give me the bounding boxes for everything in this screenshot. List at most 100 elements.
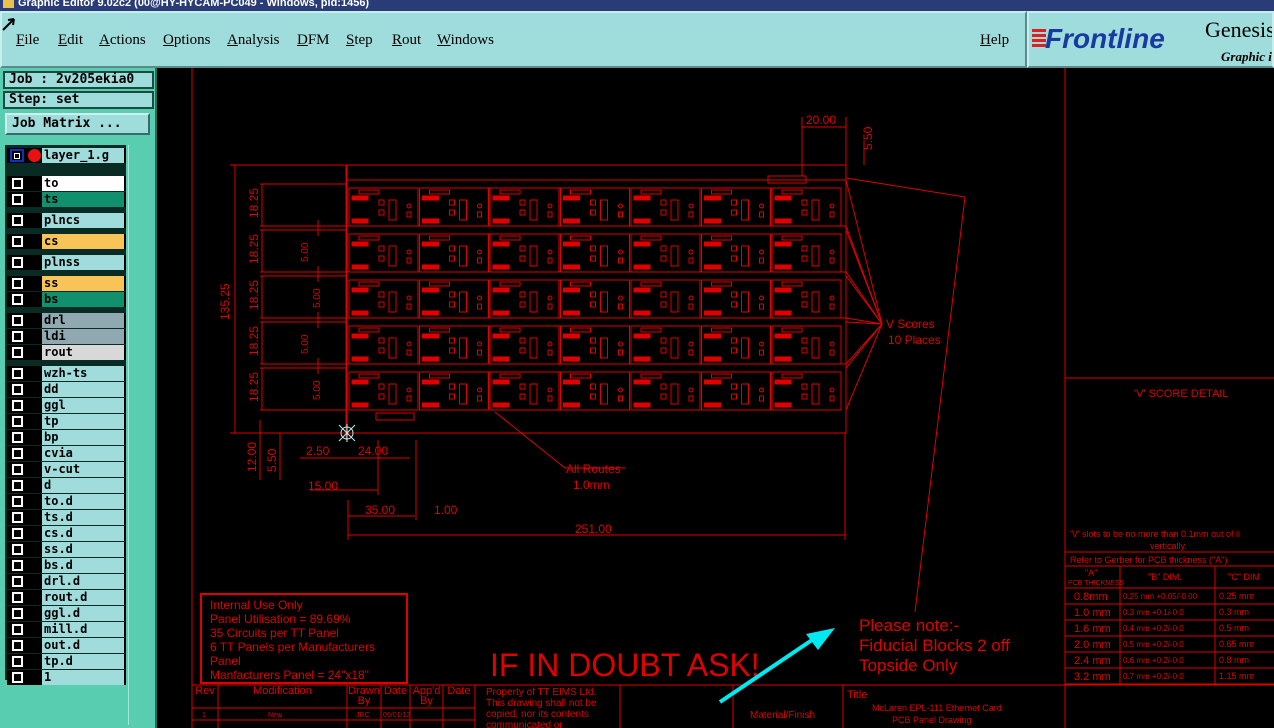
layer-row-ldi[interactable]: ldi (7, 329, 126, 344)
layer-checkbox[interactable] (11, 256, 24, 269)
pcb-board (701, 233, 771, 273)
layer-checkbox[interactable] (11, 559, 24, 572)
layer-checkbox[interactable] (11, 415, 24, 428)
dim-row-gap: 5.00 (312, 380, 323, 400)
layer-checkbox[interactable] (11, 671, 24, 684)
layer-row-plncs[interactable]: plncs (7, 213, 126, 228)
menu-bar: File Edit Actions Options Analysis DFM S… (0, 11, 1027, 68)
layer-list-scrollbar[interactable] (128, 145, 154, 725)
layer-checkbox[interactable] (11, 214, 24, 227)
layer-row-bs.d[interactable]: bs.d (7, 558, 126, 573)
layer-row-cs.d[interactable]: cs.d (7, 526, 126, 541)
pcb-board (489, 325, 560, 365)
layer-row-drl[interactable]: drl (7, 313, 126, 328)
layer-checkbox[interactable] (11, 367, 24, 380)
layer-row-d[interactable]: d (7, 478, 126, 493)
menu-file[interactable]: File (16, 32, 40, 48)
layer-checkbox[interactable] (11, 293, 24, 306)
layer-row-ts.d[interactable]: ts.d (7, 510, 126, 525)
pcb-board (489, 371, 560, 411)
menu-windows[interactable]: Windows (437, 32, 494, 48)
layer-checkbox[interactable] (11, 330, 24, 343)
layer-checkbox[interactable] (11, 314, 24, 327)
layer-row-ss[interactable]: ss (7, 276, 126, 291)
layer-checkbox[interactable] (11, 431, 24, 444)
layer-name: to (42, 176, 124, 191)
layer-checkbox[interactable] (11, 177, 24, 190)
layer-name: plnss (42, 255, 124, 270)
layer-checkbox[interactable] (11, 511, 24, 524)
layer-checkbox[interactable] (11, 575, 24, 588)
layer-checkbox[interactable] (11, 463, 24, 476)
layer-checkbox[interactable] (11, 591, 24, 604)
work-layer-row[interactable]: layer_1.g (7, 148, 126, 163)
layer-name: ss.d (42, 542, 124, 557)
layer-row-bp[interactable]: bp (7, 430, 126, 445)
layer-name: wzh-ts (42, 366, 124, 381)
layer-checkbox[interactable] (11, 607, 24, 620)
layer-checkbox[interactable] (11, 399, 24, 412)
menu-help[interactable]: Help (980, 32, 1010, 48)
layer-checkbox[interactable] (11, 495, 24, 508)
pcb-board (630, 187, 701, 227)
layer-name: dd (42, 382, 124, 397)
dim-35-00: 35.00 (365, 503, 395, 517)
layer-checkbox[interactable] (11, 346, 24, 359)
layer-row-plnss[interactable]: plnss (7, 255, 126, 270)
layer-checkbox[interactable] (11, 235, 24, 248)
layer-checkbox[interactable] (11, 543, 24, 556)
work-layer-name: layer_1.g (42, 148, 124, 163)
layer-row-rout.d[interactable]: rout.d (7, 590, 126, 605)
layer-row-drl.d[interactable]: drl.d (7, 574, 126, 589)
layer-row-1[interactable]: 1 (7, 670, 126, 685)
layer-checkbox[interactable] (11, 639, 24, 652)
layer-row-bs[interactable]: bs (7, 292, 126, 307)
layer-row-ggl.d[interactable]: ggl.d (7, 606, 126, 621)
menu-step[interactable]: Step (346, 32, 373, 48)
layer-checkbox[interactable] (11, 277, 24, 290)
layer-name: drl.d (42, 574, 124, 589)
layer-checkbox[interactable] (11, 623, 24, 636)
layer-name: out.d (42, 638, 124, 653)
menu-rout[interactable]: Rout (392, 32, 422, 48)
layer-name: tp.d (42, 654, 124, 669)
job-matrix-button[interactable]: Job Matrix ... (5, 113, 150, 135)
layer-row-cvia[interactable]: cvia (7, 446, 126, 461)
layer-checkbox[interactable] (11, 193, 24, 206)
menu-dfm[interactable]: DFM (297, 32, 330, 48)
layer-row-out.d[interactable]: out.d (7, 638, 126, 653)
layer-checkbox[interactable] (11, 447, 24, 460)
menu-analysis[interactable]: Analysis (227, 32, 280, 48)
layer-row-tp[interactable]: tp (7, 414, 126, 429)
pcb-board (630, 325, 701, 365)
logo-subtitle: Graphic i (1221, 49, 1272, 64)
layer-checkbox[interactable] (11, 479, 24, 492)
layer-row-v-cut[interactable]: v-cut (7, 462, 126, 477)
layer-row-tp.d[interactable]: tp.d (7, 654, 126, 669)
layer-row-cs[interactable]: cs (7, 234, 126, 249)
layer-row-mill.d[interactable]: mill.d (7, 622, 126, 637)
layer-row-rout[interactable]: rout (7, 345, 126, 360)
title-block-header-modification: Modification (253, 685, 312, 697)
pcb-board (771, 325, 842, 365)
menu-actions[interactable]: Actions (99, 32, 146, 48)
layer-row-dd[interactable]: dd (7, 382, 126, 397)
layer-row-wzh-ts[interactable]: wzh-ts (7, 366, 126, 381)
work-layer-checkbox[interactable] (10, 149, 24, 162)
layer-checkbox[interactable] (11, 383, 24, 396)
layer-name: ggl.d (42, 606, 124, 621)
layer-row-ss.d[interactable]: ss.d (7, 542, 126, 557)
menu-options[interactable]: Options (163, 32, 211, 48)
layer-row-ts[interactable]: ts (7, 192, 126, 207)
layer-name: bs (42, 292, 124, 307)
layer-checkbox[interactable] (11, 655, 24, 668)
layer-row-to.d[interactable]: to.d (7, 494, 126, 509)
layer-name: ts (42, 192, 124, 207)
layer-checkbox[interactable] (11, 527, 24, 540)
layer-row-to[interactable]: to (7, 176, 126, 191)
menu-edit[interactable]: Edit (58, 32, 84, 48)
layer-row-ggl[interactable]: ggl (7, 398, 126, 413)
pcb-board (701, 279, 771, 319)
